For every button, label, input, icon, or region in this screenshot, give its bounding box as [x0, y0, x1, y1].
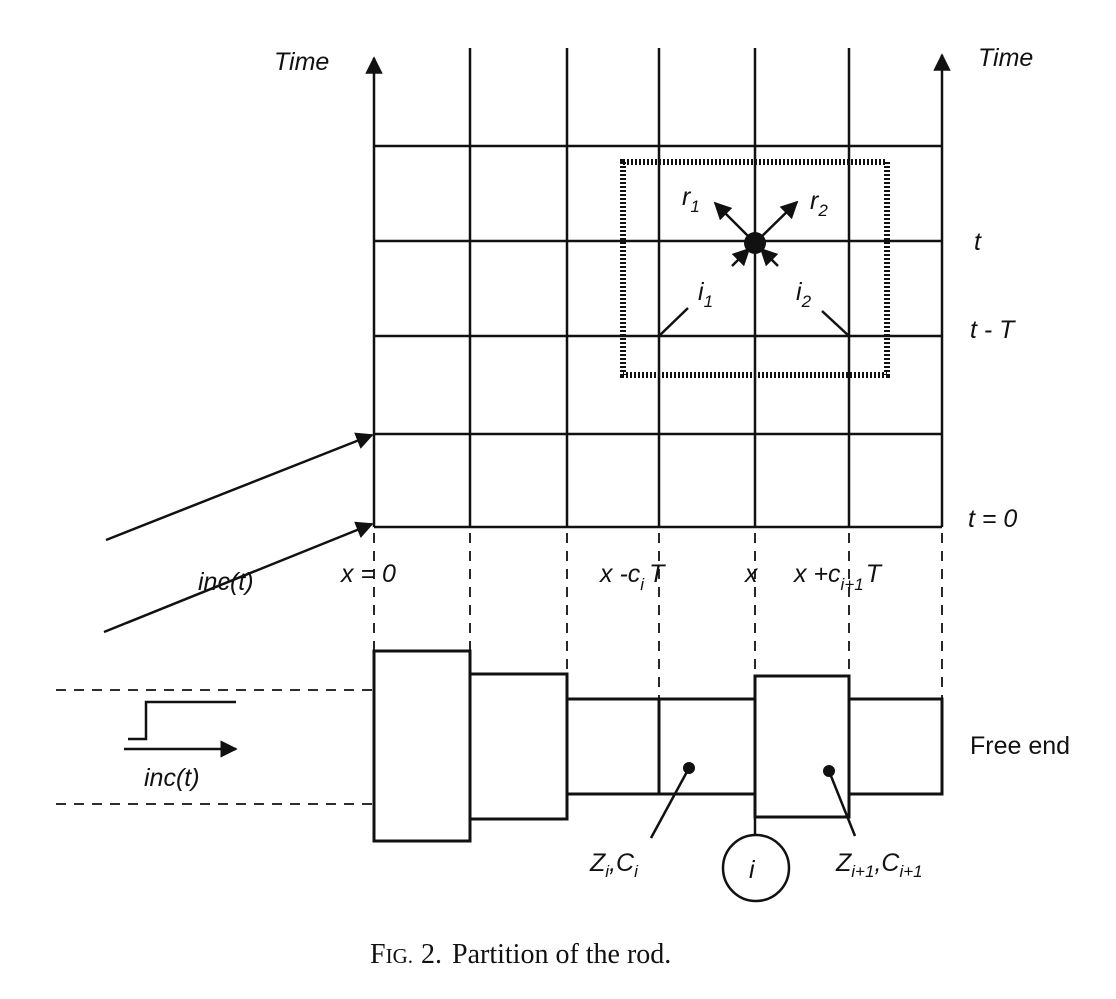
rod-segment	[847, 697, 944, 796]
r1-label: r1	[682, 183, 700, 216]
rod-segment	[468, 672, 569, 821]
i2-label: i2	[796, 278, 812, 311]
i1-label: i1	[698, 278, 713, 311]
i2-leader-line	[821, 310, 850, 337]
position-x-plus-label: x +ci+1T	[793, 560, 883, 594]
figure-caption: FIG.2.Partition of the rod.	[370, 939, 671, 970]
grid-node	[744, 232, 766, 254]
segment-i-plus-1-leader	[827, 770, 857, 837]
rod-segment	[565, 697, 661, 796]
i1-leader-line	[658, 307, 689, 337]
input-wave-label: inc(t)	[198, 568, 254, 596]
space-time-grid	[374, 48, 942, 529]
position-x-label: x	[744, 560, 759, 588]
right-time-label: Time	[978, 44, 1033, 72]
rod-leader-lines	[649, 767, 857, 839]
projection-lines	[56, 533, 943, 805]
input-arrow-lower	[103, 521, 374, 634]
time-label-t-minus-T: t - T	[970, 316, 1016, 344]
segment-i-leader	[649, 767, 691, 839]
time-label-t: t	[974, 228, 982, 256]
r2-label: r2	[810, 187, 828, 220]
segment-i-impedance-label: Zi,Ci	[589, 849, 639, 881]
left-time-label: Time	[274, 48, 329, 76]
free-end-label: Free end	[970, 732, 1070, 760]
position-x0-label: x = 0	[340, 560, 396, 588]
step-input-label: inc(t)	[144, 764, 200, 792]
rod-segment	[753, 674, 851, 819]
computation-cell-box	[620, 159, 890, 378]
incident-wave-i2-arrow	[759, 247, 779, 267]
rod-segment	[657, 697, 757, 796]
input-wave-arrows	[103, 432, 374, 634]
input-arrow-upper	[105, 432, 374, 542]
step-input-symbol	[124, 700, 238, 758]
time-axes	[365, 53, 951, 527]
rod-segment	[372, 649, 472, 843]
rod	[372, 649, 944, 843]
junction-label: i	[749, 856, 756, 884]
time-label-t-zero: t = 0	[968, 505, 1017, 533]
junction-circle	[721, 833, 791, 903]
incident-wave-i1-arrow	[731, 247, 751, 267]
step-function-icon	[128, 700, 236, 741]
segment-i-plus-1-impedance-label: Zi+1,Ci+1	[835, 849, 923, 881]
